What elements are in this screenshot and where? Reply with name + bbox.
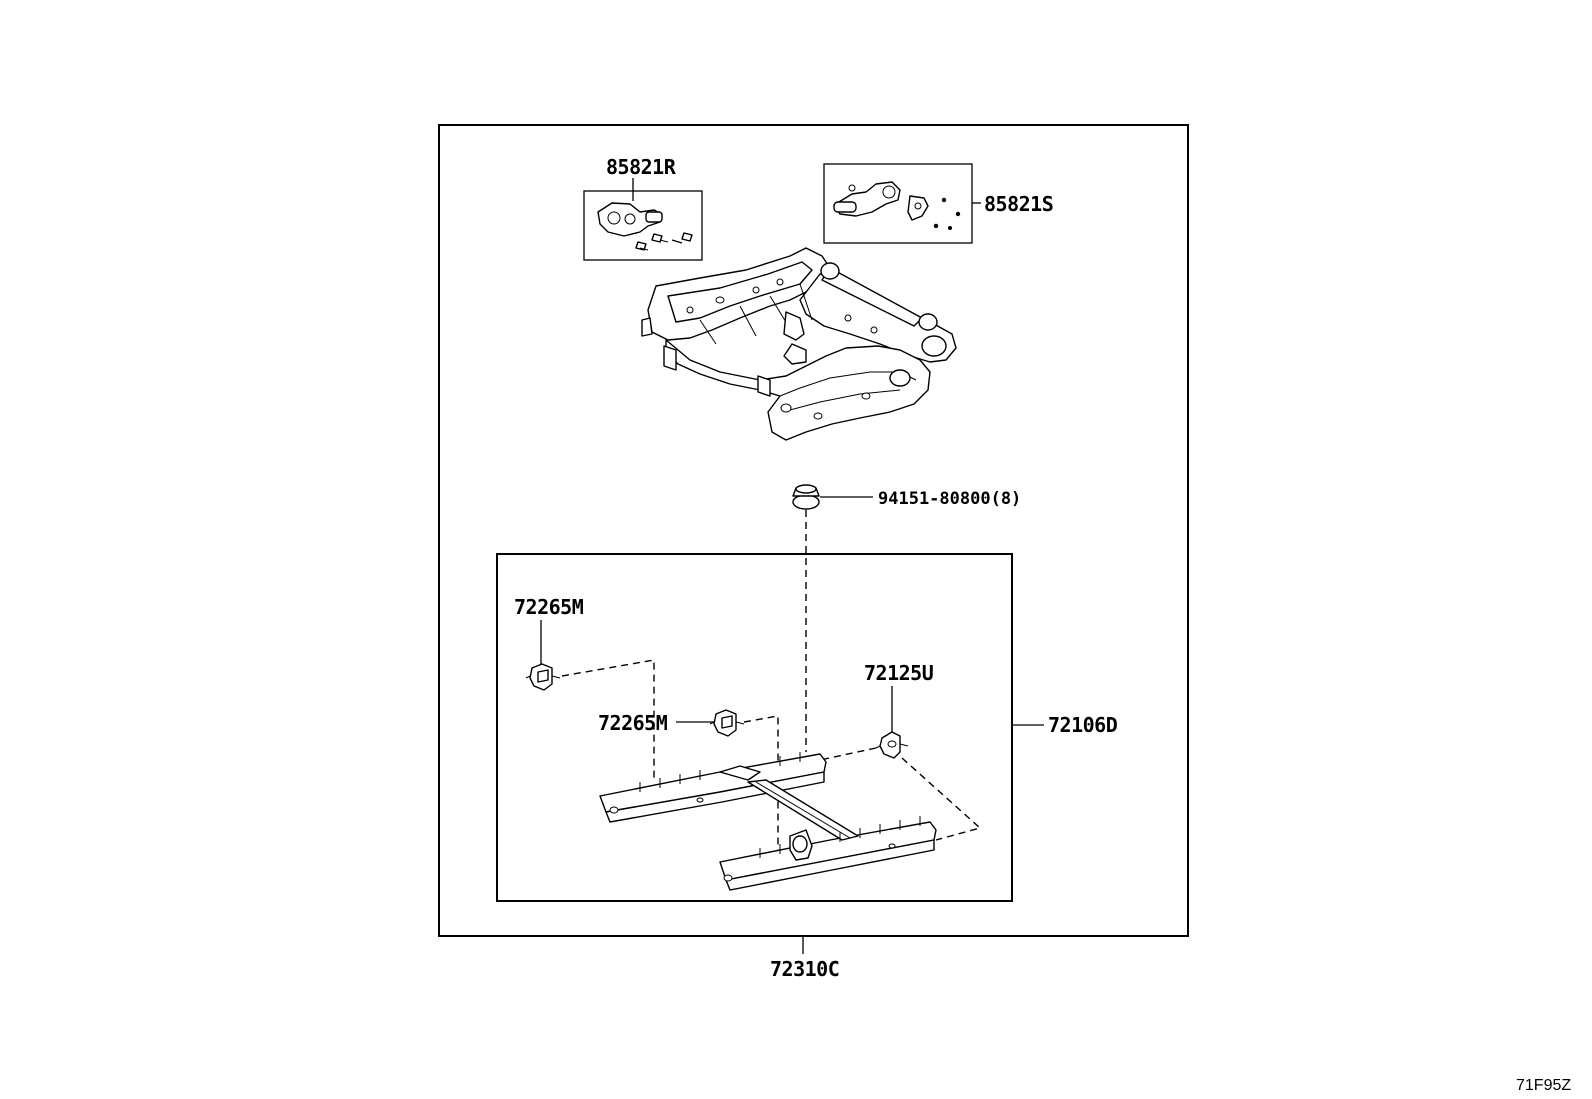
assembly-frame-72106D [496,553,1013,902]
motor-85821R-part[interactable] [583,190,703,261]
dashed-line-upper-clip [561,659,655,780]
label-85821R[interactable]: 85821R [606,155,677,179]
nut-94151-80800-part[interactable] [792,484,820,510]
motor-85821S-part[interactable] [823,163,973,244]
seat-track-part[interactable] [599,752,937,891]
label-72106D[interactable]: 72106D [1048,713,1118,737]
clip-72265M-middle-part[interactable] [709,709,745,737]
clip-72265M-upper-part[interactable] [525,663,561,691]
dashed-line-middle-clip [743,715,779,850]
dashed-line-link [819,747,982,841]
assembly-frame-72310C [438,124,1189,937]
link-72125U-part[interactable] [875,731,909,759]
illustration-code: 71F95Z [1516,1077,1571,1094]
label-72265M-middle[interactable]: 72265M [598,711,668,735]
seat-frame-part[interactable] [641,247,957,441]
label-85821S[interactable]: 85821S [984,192,1054,216]
label-72125U[interactable]: 72125U [864,661,934,685]
label-72310C[interactable]: 72310C [770,957,840,981]
label-94151-80800[interactable]: 94151-80800(8) [878,489,1021,509]
label-72265M-upper[interactable]: 72265M [514,595,584,619]
